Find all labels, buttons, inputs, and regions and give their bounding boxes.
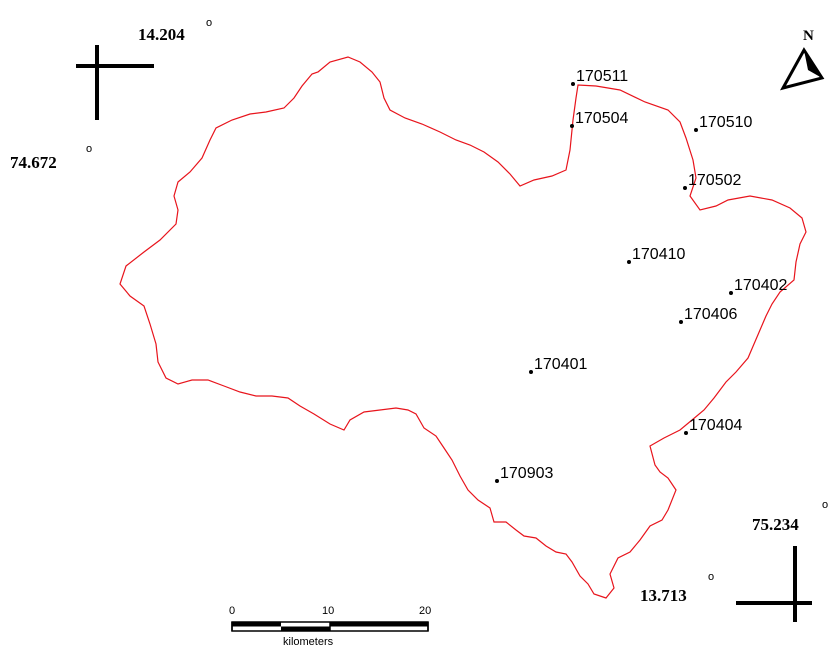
scale-tick-label: 10 <box>322 605 334 617</box>
district-boundary <box>119 56 807 599</box>
scale-bar <box>231 621 429 632</box>
degree-symbol: o <box>708 571 714 583</box>
degree-symbol: o <box>206 17 212 29</box>
station-label: 170504 <box>575 110 628 127</box>
station-label: 170404 <box>689 417 742 434</box>
station-label: 170402 <box>734 277 787 294</box>
station-point <box>694 128 698 132</box>
station-point <box>683 186 687 190</box>
station-point <box>495 479 499 483</box>
top-left-latitude: 14.204 <box>138 25 185 44</box>
scale-tick-label: 20 <box>419 605 431 617</box>
station-point <box>627 260 631 264</box>
station-point <box>570 124 574 128</box>
degree-symbol: o <box>86 143 92 155</box>
station-label: 170510 <box>699 114 752 131</box>
station-point <box>529 370 533 374</box>
station-point <box>571 82 575 86</box>
scale-unit-label: kilometers <box>283 636 334 648</box>
degree-symbol: o <box>822 499 828 511</box>
station-label: 170406 <box>684 306 737 323</box>
station-point <box>729 291 733 295</box>
stations-layer: 170511 170504 170510 170502 170410 170402 1704… <box>495 68 787 483</box>
north-label: N <box>803 28 814 44</box>
station-label: 170502 <box>688 172 741 189</box>
station-label: 170511 <box>576 68 628 85</box>
station-label: 170903 <box>500 465 553 482</box>
top-left-longitude: 74.672 <box>10 153 57 172</box>
north-arrow-icon <box>780 47 825 91</box>
station-point <box>684 431 688 435</box>
top-left-crosshair <box>76 45 154 120</box>
bottom-right-latitude: 13.713 <box>640 586 687 605</box>
bottom-right-crosshair <box>736 546 812 622</box>
scale-tick-label: 0 <box>229 605 235 617</box>
station-point <box>679 320 683 324</box>
station-label: 170410 <box>632 246 685 263</box>
station-label: 170401 <box>534 356 587 373</box>
bottom-right-longitude: 75.234 <box>752 515 799 534</box>
